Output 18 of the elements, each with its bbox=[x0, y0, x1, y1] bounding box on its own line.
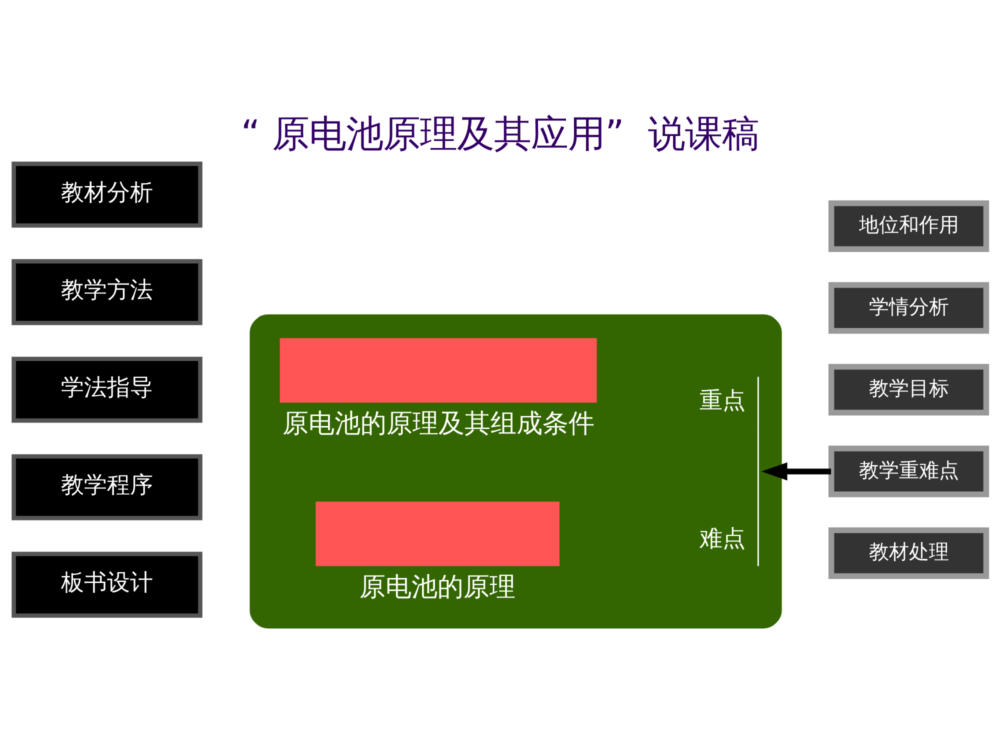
node-text: 重点 难点 bbox=[699, 388, 746, 552]
node-box: 教学程序 bbox=[12, 454, 202, 520]
node-box: 教学方法 bbox=[12, 259, 202, 326]
cluster bbox=[250, 314, 782, 628]
node-box: 教材处理 bbox=[828, 527, 990, 580]
node-box: 学情分析 bbox=[828, 282, 990, 334]
node-box: 教材分析 bbox=[12, 162, 202, 228]
node-label: 原电池的原理及其组成条件 bbox=[282, 408, 595, 439]
node-box: 地位和作用 bbox=[828, 200, 990, 252]
node-box: 学法指导 bbox=[12, 356, 202, 423]
node-box bbox=[316, 502, 560, 566]
node-label: 原电池的原理 bbox=[359, 572, 516, 602]
diagram-title: “ 原电池原理及其应用” 说课稿 bbox=[240, 111, 760, 156]
node-box: 教学目标 bbox=[828, 364, 990, 416]
arrow bbox=[761, 462, 832, 481]
node-box: 教学重难点 bbox=[828, 446, 990, 498]
node-box bbox=[280, 338, 597, 403]
node-box: 板书设计 bbox=[12, 552, 202, 618]
